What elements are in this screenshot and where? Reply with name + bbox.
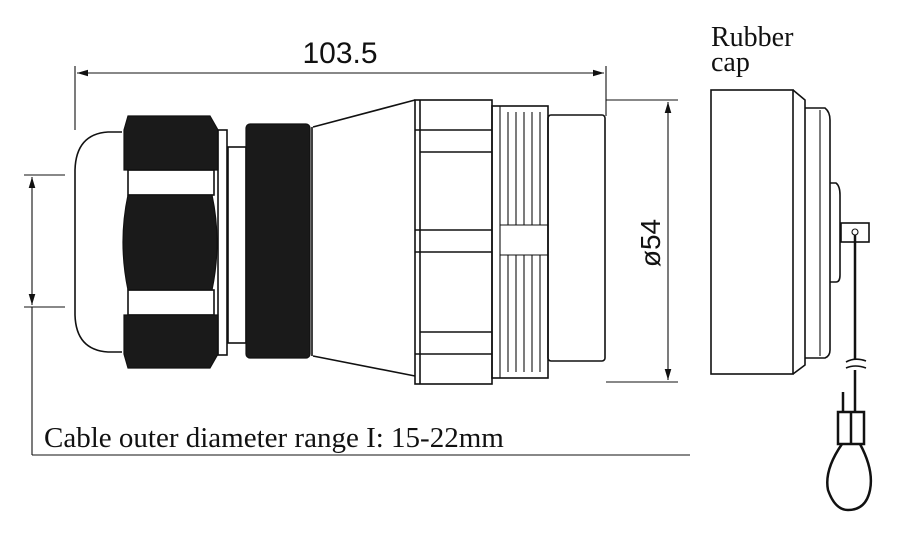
cap-label-line2: cap [711,47,750,78]
cable-range-label: Cable outer diameter range I: 15-22mm [44,422,504,454]
length-dimension: 103.5 [74,37,607,130]
diameter-dimension: ø54 [606,99,678,383]
connector-body [74,99,606,385]
length-value: 103.5 [302,37,377,70]
rubber-cap: Rubber cap [710,22,873,512]
cable-diameter-dimension: Cable outer diameter range I: 15-22mm [24,174,690,456]
cap-label-line1: Rubber [711,22,794,53]
diameter-value: ø54 [635,219,666,267]
